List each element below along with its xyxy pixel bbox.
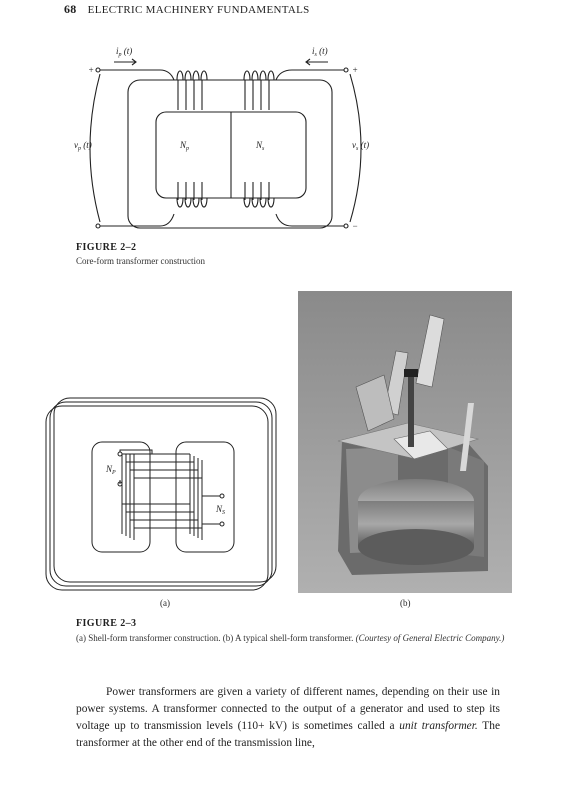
primary-lead-top	[100, 69, 175, 81]
shell-core-layer-1	[45, 405, 269, 591]
secondary-lead-top	[275, 69, 344, 81]
np-label: Np	[179, 140, 189, 152]
secondary-outer-arc	[349, 73, 362, 223]
primary-plus-sign: +	[88, 65, 94, 75]
ns-terminal-bottom	[219, 521, 225, 527]
shell-window-right	[175, 441, 235, 553]
secondary-coil-bottom	[243, 197, 275, 208]
np-terminal-bottom	[117, 481, 123, 487]
shell-window-left	[91, 441, 151, 553]
figure-2-2-caption: Core-form transformer construction	[76, 256, 205, 266]
secondary-lead-bottom	[275, 213, 344, 227]
figure-2-3-sub-b: (b)	[400, 598, 411, 608]
secondary-minus-sign: −	[352, 221, 358, 231]
primary-terminal-top	[95, 67, 101, 73]
paragraph-1: Power transformers are given a variety o…	[76, 684, 500, 752]
primary-coil-bottom-inside	[177, 182, 203, 200]
shell-form-transformer-photo	[298, 291, 512, 593]
ns-shell-label: NS	[215, 504, 225, 516]
body-text: Power transformers are given a variety o…	[76, 684, 500, 752]
running-title: ELECTRIC MACHINERY FUNDAMENTALS	[87, 4, 310, 16]
winding-side-right	[189, 454, 203, 540]
shell-core-layer-2	[49, 401, 273, 587]
ip-arrow	[114, 58, 137, 66]
ns-terminal-top	[219, 493, 225, 499]
primary-winding	[122, 453, 202, 479]
secondary-coil-top	[243, 70, 275, 81]
is-arrow	[305, 58, 328, 66]
figure-2-3-title: FIGURE 2–3	[76, 618, 137, 629]
figure-2-3-sub-a: (a)	[160, 598, 170, 608]
figure-2-2-title: FIGURE 2–2	[76, 242, 137, 253]
primary-coil-top-inside	[177, 80, 203, 110]
page-number: 68	[64, 2, 77, 16]
figure-2-3-caption: (a) Shell-form transformer construction.…	[76, 632, 516, 644]
vs-label: vs (t)	[352, 140, 369, 152]
np-terminal-top	[117, 451, 123, 457]
np-shell-label: NP	[105, 464, 116, 476]
secondary-coil-top-inside	[244, 80, 270, 110]
core-form-transformer-diagram: ip (t) is (t) vp (t) vs (t) Np Ns + + −	[74, 46, 369, 231]
paragraph-1-text: Power transformers are given a variety o…	[76, 686, 500, 732]
primary-lead-bottom	[100, 213, 175, 227]
secondary-terminal-top	[343, 67, 349, 73]
primary-coil-top	[176, 70, 208, 81]
primary-outer-arc	[89, 73, 101, 223]
secondary-plus-sign: +	[352, 65, 358, 75]
primary-coil-bottom	[176, 197, 208, 208]
winding-side-left	[121, 454, 135, 540]
ip-label: ip (t)	[116, 46, 132, 58]
primary-terminal-bottom	[95, 223, 101, 229]
paragraph-1-end: The transformer at the other end of the …	[76, 720, 500, 749]
secondary-terminal-bottom	[343, 223, 349, 229]
core-outer	[127, 79, 333, 229]
shell-core-layer-3	[53, 397, 277, 583]
page-header: 68 ELECTRIC MACHINERY FUNDAMENTALS	[64, 2, 310, 17]
primary-lead-a	[119, 449, 153, 454]
is-label: is (t)	[312, 46, 328, 58]
ns-label: Ns	[255, 140, 265, 152]
shell-form-transformer-diagram: NP NS	[45, 397, 277, 591]
figure-2-3-caption-credit: (Courtesy of General Electric Company.)	[355, 633, 505, 643]
vp-label: vp (t)	[74, 140, 92, 152]
figure-2-3-caption-text: (a) Shell-form transformer construction.…	[76, 633, 356, 643]
secondary-winding	[122, 503, 202, 529]
paragraph-1-italic: unit transformer.	[399, 720, 478, 732]
secondary-coil-bottom-inside	[244, 182, 270, 200]
